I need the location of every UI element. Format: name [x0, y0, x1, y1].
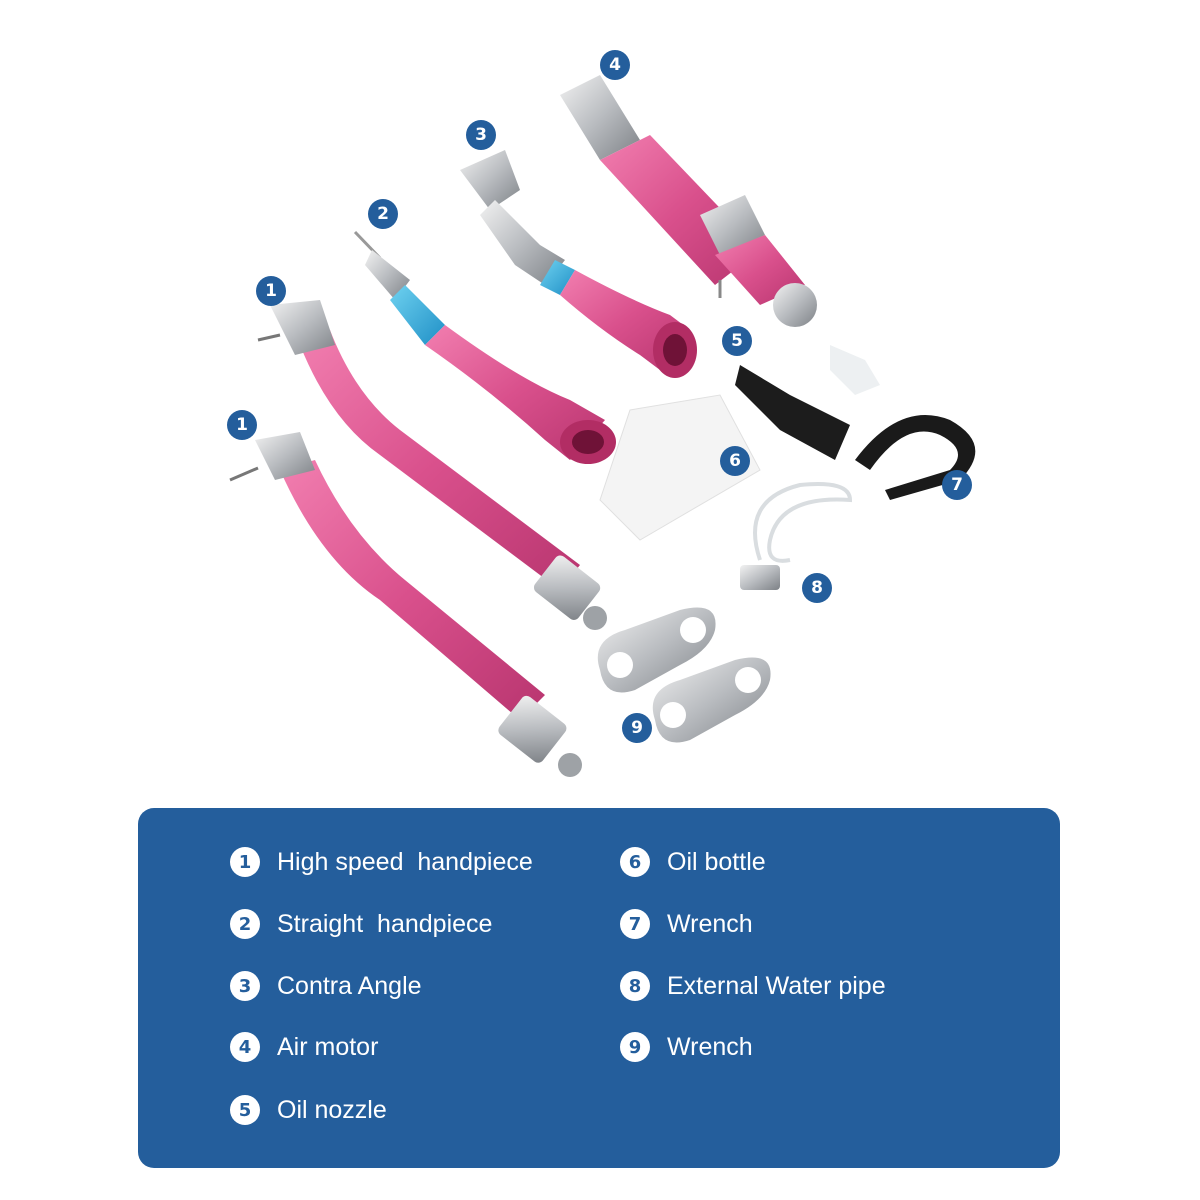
legend-item-2: 2 Straight handpiece	[230, 909, 492, 939]
callout-badge-8: 8	[802, 573, 832, 603]
callout-badge-1b: 1	[227, 410, 257, 440]
oil-nozzle	[735, 345, 880, 460]
external-water-pipe	[740, 482, 853, 590]
legend-number: 4	[230, 1032, 260, 1062]
callout-badge-6: 6	[720, 446, 750, 476]
legend-item-5: 5 Oil nozzle	[230, 1095, 387, 1125]
callout-badge-5: 5	[722, 326, 752, 356]
contra-angle	[460, 150, 697, 378]
legend-label: Wrench	[667, 1032, 753, 1061]
legend-item-7: 7 Wrench	[620, 909, 753, 939]
legend-item-3: 3 Contra Angle	[230, 971, 422, 1001]
legend-label: Air motor	[277, 1032, 379, 1061]
dental-kit-illustration	[229, 75, 976, 777]
legend-item-4: 4 Air motor	[230, 1032, 378, 1062]
legend-number: 1	[230, 847, 260, 877]
legend-number: 7	[620, 909, 650, 939]
legend-label: Oil bottle	[667, 847, 766, 876]
legend-label: External Water pipe	[667, 971, 886, 1000]
legend-number: 8	[620, 971, 650, 1001]
air-motor	[560, 75, 817, 327]
oil-bottle	[599, 394, 761, 541]
legend-item-1: 1 High speed handpiece	[230, 847, 533, 877]
legend-number: 2	[230, 909, 260, 939]
high-speed-handpiece-back	[257, 300, 607, 630]
callout-badge-7: 7	[942, 470, 972, 500]
legend-label: Wrench	[667, 909, 753, 938]
legend-number: 3	[230, 971, 260, 1001]
high-speed-handpiece-front	[229, 432, 582, 777]
legend-item-9: 9 Wrench	[620, 1032, 753, 1062]
legend-panel: 1 High speed handpiece 2 Straight handpi…	[138, 808, 1060, 1168]
straight-handpiece	[353, 230, 616, 464]
legend-number: 5	[230, 1095, 260, 1125]
callout-badge-3: 3	[466, 120, 496, 150]
callout-badge-1a: 1	[256, 276, 286, 306]
legend-number: 6	[620, 847, 650, 877]
legend-item-6: 6 Oil bottle	[620, 847, 766, 877]
product-photo: 1 1 2 3 4 5 6 7 8 9	[227, 50, 976, 777]
legend-label: Oil nozzle	[277, 1095, 387, 1124]
callout-badge-4: 4	[600, 50, 630, 80]
plate-wrenches	[597, 607, 771, 743]
callout-badge-9: 9	[622, 713, 652, 743]
legend-label: High speed handpiece	[277, 847, 533, 876]
legend-item-8: 8 External Water pipe	[620, 971, 886, 1001]
legend-label: Contra Angle	[277, 971, 422, 1000]
callout-badge-2: 2	[368, 199, 398, 229]
legend-label: Straight handpiece	[277, 909, 493, 938]
legend-number: 9	[620, 1032, 650, 1062]
